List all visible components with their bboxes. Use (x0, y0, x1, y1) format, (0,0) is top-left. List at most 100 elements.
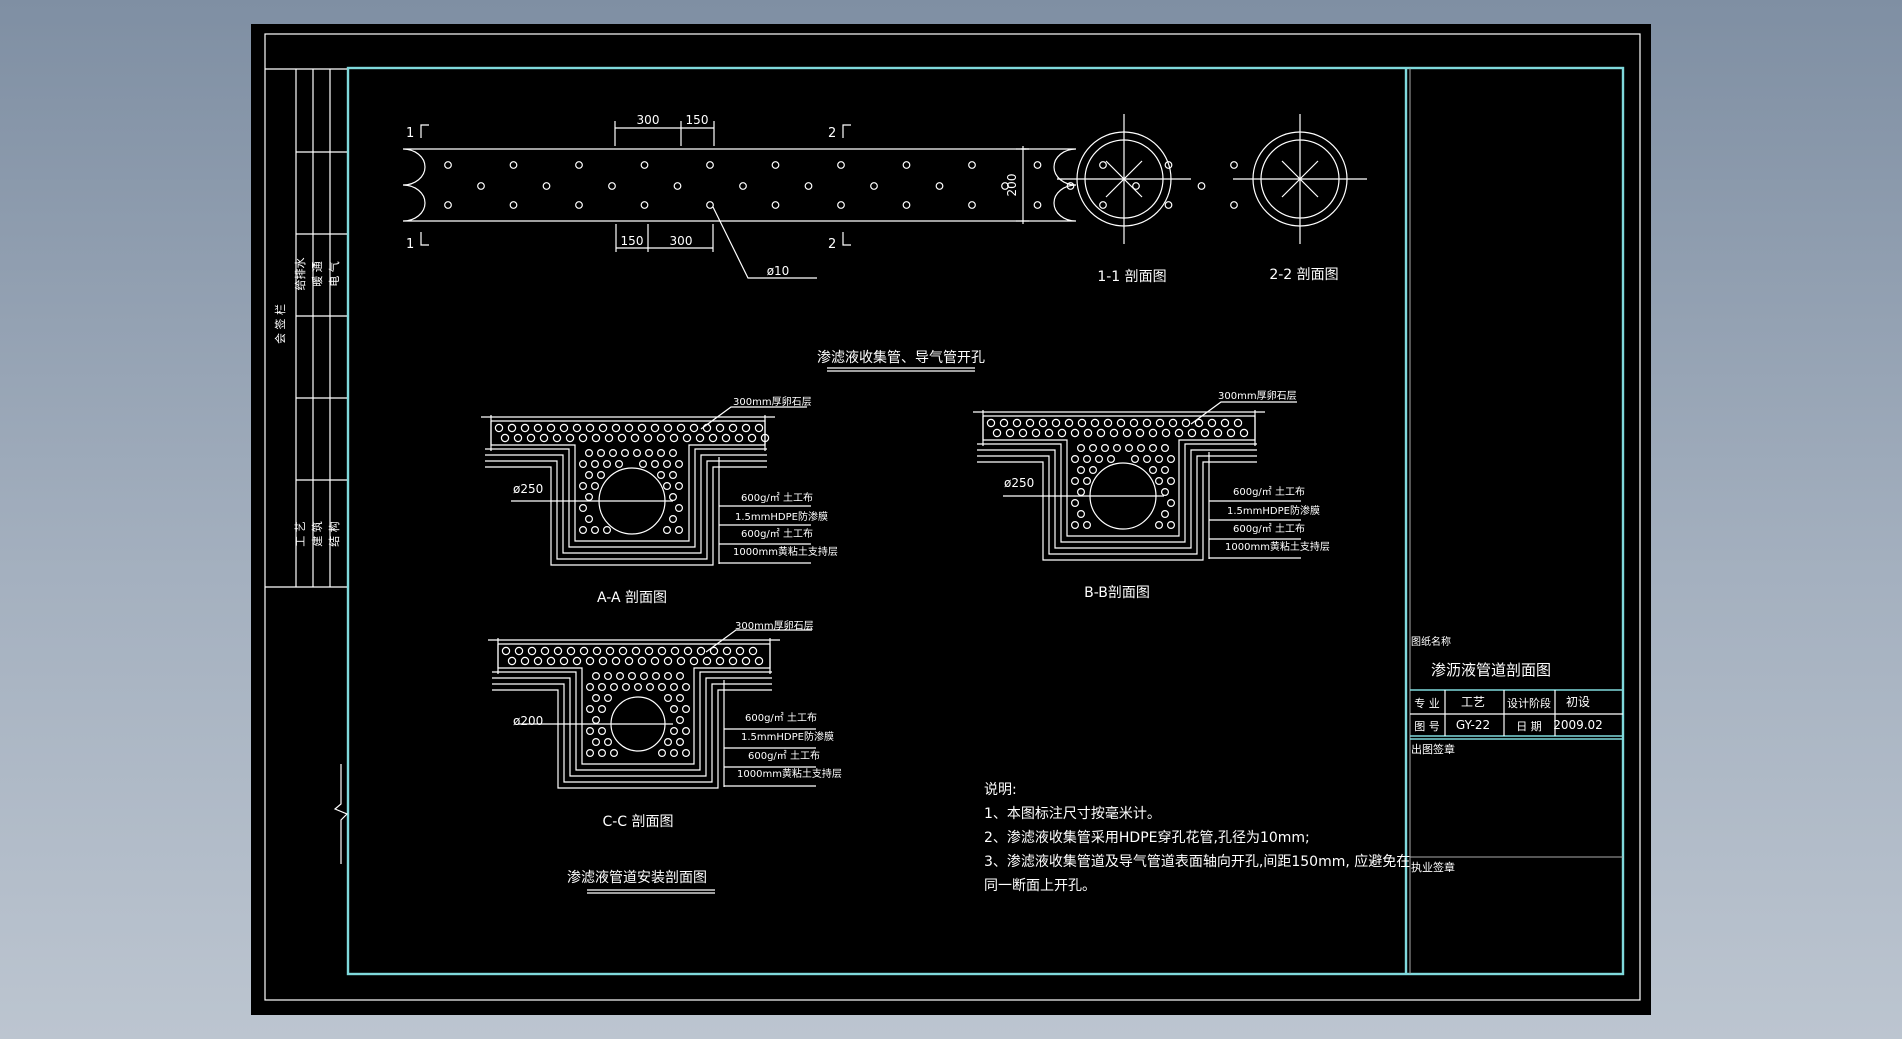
trench-section-cc: 300mm厚卵石层 ø200 600g/㎡ 土工布 1.5mmHDPE防渗膜 6… (488, 620, 842, 830)
section-caption: 2-2 剖面图 (1269, 267, 1338, 283)
stage-label: 设计阶段 (1507, 696, 1551, 710)
layer-label: 600g/㎡ 土工布 (1233, 485, 1305, 498)
layer-label: 1000mm黄粘土支持层 (737, 767, 842, 780)
layer-label: 600g/㎡ 土工布 (745, 711, 817, 724)
layer-label: 600g/㎡ 土工布 (748, 749, 820, 762)
perforation-hole (771, 161, 780, 169)
discipline-label: 电 气 (327, 261, 341, 287)
hole-diameter-label: ø10 (767, 264, 790, 278)
perforation-hole (575, 161, 583, 169)
major-label: 专 业 (1414, 696, 1440, 710)
gravel-fill (501, 646, 764, 757)
note-line: 同一断面上开孔。 (984, 878, 1096, 894)
trench-section-bb: 300mm厚卵石层 ø250 600g/㎡ 土工布 1.5mmHDPE防渗膜 6… (973, 390, 1330, 601)
section-caption: A-A 剖面图 (597, 590, 667, 606)
section-1-1: 1-1 剖面图 (1057, 114, 1191, 285)
discipline-label: 结 构 (327, 521, 341, 547)
perforation-hole (1132, 182, 1140, 190)
perforation-hole (706, 161, 714, 169)
date-value: 2009.02 (1553, 718, 1603, 732)
drawing-canvas: 会 签 栏 给排水 暖 通 电 气 工 艺 建 筑 结 构 1 1 2 2 30… (264, 33, 1641, 1001)
perforation-hole (640, 201, 649, 209)
discipline-label: 工 艺 (294, 521, 307, 547)
dimension-label: 300 (637, 113, 660, 127)
perforation-hole (575, 201, 583, 209)
drawing-name-label: 图纸名称 (1411, 635, 1451, 648)
install-title: 渗滤液管道安装剖面图 (567, 870, 707, 886)
perforation-hole (1230, 161, 1238, 169)
perforation-hole (739, 182, 747, 190)
perforation-hole (902, 161, 911, 169)
pipe-detail-title: 渗滤液收集管、导气管开孔 (817, 349, 985, 366)
perforation-hole (444, 161, 452, 169)
inner-border (346, 66, 1625, 976)
outer-frame (264, 33, 1641, 1001)
section-2-2: 2-2 剖面图 (1233, 114, 1367, 283)
perforation-hole (968, 201, 976, 209)
layer-label: 600g/㎡ 土工布 (741, 527, 813, 540)
discipline-label: 暖 通 (311, 261, 324, 287)
perforation-hole (935, 182, 944, 190)
layer-label: 1.5mmHDPE防渗膜 (741, 730, 834, 743)
issue-seal-label: 出图签章 (1411, 742, 1455, 756)
perforation-hole (1066, 182, 1075, 190)
perforation-hole (1164, 201, 1173, 209)
layer-labels: 600g/㎡ 土工布 1.5mmHDPE防渗膜 600g/㎡ 土工布 1000m… (733, 491, 838, 558)
perforation-hole (1164, 161, 1173, 169)
perforation-hole (1197, 182, 1206, 190)
pipe-diameter-label: ø200 (513, 714, 543, 728)
layer-label: 1000mm黄粘土支持层 (1225, 540, 1330, 553)
drawing-sheet: 会 签 栏 给排水 暖 通 电 气 工 艺 建 筑 结 构 1 1 2 2 30… (251, 24, 1651, 1015)
section-caption: C-C 剖面图 (602, 814, 673, 830)
perforation-hole (608, 182, 616, 190)
top-layer-label: 300mm厚卵石层 (1218, 390, 1297, 402)
pipe-diameter-label: ø250 (513, 482, 543, 496)
perforation-hole (870, 182, 878, 190)
top-layer-label: 300mm厚卵石层 (733, 396, 812, 408)
perforation-hole (477, 182, 485, 190)
pipe-diameter-label: ø250 (1004, 476, 1034, 490)
section-caption: 1-1 剖面图 (1097, 269, 1166, 285)
notes-heading: 说明: (984, 782, 1017, 798)
perforation-hole (673, 182, 682, 190)
perforation-hole (1230, 201, 1238, 209)
perforation-hole (444, 201, 452, 209)
perforation-hole (542, 182, 551, 190)
layer-label: 1.5mmHDPE防渗膜 (735, 510, 828, 523)
perforation-hole (837, 201, 845, 209)
gravel-fill (494, 423, 770, 535)
perforation-hole (706, 201, 714, 209)
layer-labels: 600g/㎡ 土工布 1.5mmHDPE防渗膜 600g/㎡ 土工布 1000m… (1225, 485, 1330, 553)
layer-label: 600g/㎡ 土工布 (741, 491, 813, 504)
top-layer-label: 300mm厚卵石层 (735, 620, 814, 632)
drawing-name: 渗沥液管道剖面图 (1431, 661, 1551, 679)
section-mark: 1 (406, 126, 414, 141)
left-sign-strip: 会 签 栏 给排水 暖 通 电 气 工 艺 建 筑 结 构 (265, 68, 349, 864)
number-value: GY-22 (1456, 718, 1490, 732)
dimension-label: 300 (670, 234, 693, 248)
perforation-hole (837, 161, 845, 169)
dimension-label: 150 (621, 234, 644, 248)
perforation-hole (1033, 201, 1042, 209)
dimension-label: 150 (686, 113, 709, 127)
dimension-label: 200 (1005, 174, 1019, 197)
section-mark: 1 (406, 237, 414, 252)
perforation-hole (1033, 161, 1042, 169)
perforated-pipe-plan: 1 1 2 2 300 150 150 300 200 ø10 渗滤液收集管、导… (402, 113, 1238, 372)
note-line: 2、渗滤液收集管采用HDPE穿孔花管,孔径为10mm; (984, 829, 1310, 846)
number-label: 图 号 (1414, 720, 1440, 733)
stage-value: 初设 (1566, 695, 1590, 709)
major-value: 工艺 (1461, 695, 1485, 709)
discipline-label: 建 筑 (310, 521, 324, 547)
perforation-hole (1099, 161, 1107, 169)
practice-seal-label: 执业签章 (1411, 860, 1455, 874)
section-mark: 2 (828, 126, 836, 141)
layer-label: 1000mm黄粘土支持层 (733, 545, 838, 558)
notes: 说明: 1、本图标注尺寸按毫米计。 2、渗滤液收集管采用HDPE穿孔花管,孔径为… (984, 782, 1410, 894)
layer-labels: 600g/㎡ 土工布 1.5mmHDPE防渗膜 600g/㎡ 土工布 1000m… (737, 711, 842, 780)
perforation-hole (509, 161, 518, 169)
perforation-hole (1099, 201, 1107, 209)
perforation-hole (771, 201, 780, 209)
section-caption: B-B剖面图 (1084, 585, 1150, 601)
